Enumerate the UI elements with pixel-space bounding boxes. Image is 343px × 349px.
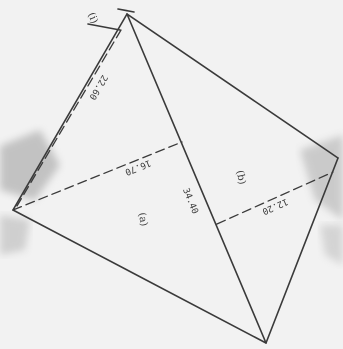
edge-top-left	[12, 13, 128, 211]
dashed-right-height	[216, 171, 334, 225]
vertex-tick-2	[87, 23, 121, 31]
vertex-tick-1	[117, 8, 135, 13]
scan-smudge-left-lower	[0, 215, 30, 255]
measure-center-diagonal: 34.40	[180, 187, 199, 216]
region-right-label: (b)	[234, 169, 248, 185]
edge-bottom-right	[265, 157, 339, 344]
edge-inner-diagonal	[126, 13, 267, 344]
edge-top-right	[126, 13, 339, 159]
scan-smudge-left	[0, 130, 60, 200]
vertex-label: (i)	[85, 11, 99, 25]
edge-bottom-left	[12, 209, 267, 344]
scan-smudge-right-lower	[320, 225, 343, 265]
region-left-label: (a)	[136, 212, 150, 228]
dashed-left-edge-measure	[16, 29, 122, 207]
dashed-left-diagonal	[12, 141, 183, 211]
